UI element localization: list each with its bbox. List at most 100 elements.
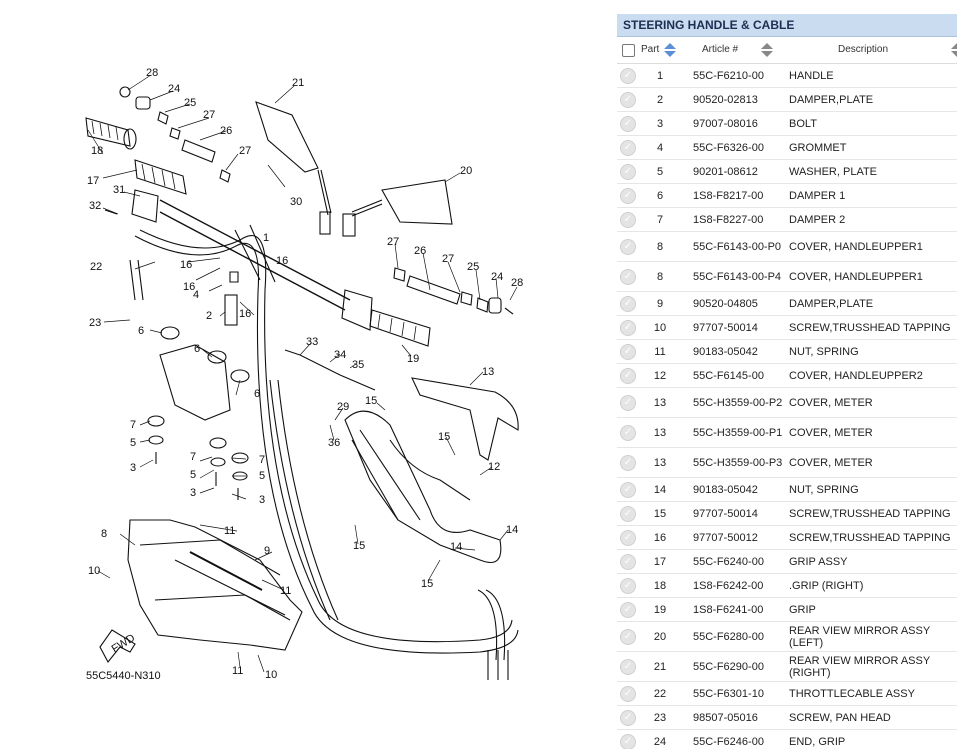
svg-text:30: 30 [290, 196, 302, 208]
svg-text:13: 13 [482, 366, 494, 378]
row-select-check-icon[interactable]: ✓ [619, 292, 637, 315]
row-select-check-icon[interactable]: ✓ [619, 652, 637, 681]
article-number: 55C-F6290-00 [693, 660, 764, 673]
row-select-check-icon[interactable]: ✓ [619, 160, 637, 183]
row-select-check-icon[interactable]: ✓ [619, 208, 637, 231]
part-number: 13 [653, 426, 667, 439]
svg-text:16: 16 [239, 308, 251, 320]
row-select-check-icon[interactable]: ✓ [619, 478, 637, 501]
row-select-check-icon[interactable]: ✓ [619, 622, 637, 651]
part-number: 4 [656, 141, 664, 154]
part-number: 22 [653, 687, 667, 700]
row-select-check-icon[interactable]: ✓ [619, 682, 637, 705]
row-select-check-icon[interactable]: ✓ [619, 574, 637, 597]
part-description: HANDLE [789, 69, 834, 82]
svg-text:24: 24 [168, 83, 180, 95]
part-number: 2 [656, 93, 664, 106]
article-number: 55C-F6280-00 [693, 630, 764, 643]
row-select-check-icon[interactable]: ✓ [619, 340, 637, 363]
column-header-article[interactable]: Article # [702, 44, 739, 55]
row-select-check-icon[interactable]: ✓ [619, 316, 637, 339]
row-select-check-icon[interactable]: ✓ [619, 262, 637, 291]
article-number: 1S8-F8217-00 [693, 189, 764, 202]
svg-text:5: 5 [259, 470, 265, 482]
select-all-checkbox[interactable] [617, 37, 637, 63]
row-select-check-icon[interactable]: ✓ [619, 64, 637, 87]
sort-icon[interactable] [760, 37, 774, 63]
svg-text:5: 5 [190, 469, 196, 481]
row-select-check-icon[interactable]: ✓ [619, 550, 637, 573]
part-description: COVER, METER [789, 426, 873, 439]
row-select-check-icon[interactable]: ✓ [619, 730, 637, 749]
row-select-check-icon[interactable]: ✓ [619, 364, 637, 387]
svg-text:21: 21 [292, 77, 304, 89]
row-select-check-icon[interactable]: ✓ [619, 418, 637, 447]
svg-text:10: 10 [88, 565, 100, 577]
diagram-caption: 55C5440-N310 [86, 670, 161, 682]
sort-icon[interactable] [950, 37, 957, 63]
row-select-check-icon[interactable]: ✓ [619, 598, 637, 621]
row-select-check-icon[interactable]: ✓ [619, 526, 637, 549]
article-number: 97707-50014 [693, 321, 758, 334]
svg-text:5: 5 [130, 437, 136, 449]
article-number: 98507-05016 [693, 711, 758, 724]
svg-text:32: 32 [89, 200, 101, 212]
sort-icon[interactable] [663, 37, 677, 63]
row-select-check-icon[interactable]: ✓ [619, 184, 637, 207]
column-header-description[interactable]: Description [838, 44, 889, 55]
part-description: COVER, HANDLEUPPER1 [789, 270, 923, 283]
row-select-check-icon[interactable]: ✓ [619, 502, 637, 525]
svg-text:36: 36 [328, 437, 340, 449]
article-number: 97007-08016 [693, 117, 758, 130]
row-select-check-icon[interactable]: ✓ [619, 232, 637, 261]
part-description: END, GRIP [789, 735, 846, 748]
column-header-part[interactable]: Part [641, 44, 660, 55]
svg-text:25: 25 [184, 97, 196, 109]
part-number: 15 [653, 507, 667, 520]
svg-text:15: 15 [438, 431, 450, 443]
row-select-check-icon[interactable]: ✓ [619, 388, 637, 417]
article-number: 1S8-F8227-00 [693, 213, 764, 226]
row-select-check-icon[interactable]: ✓ [619, 448, 637, 477]
parts-table-header: Part Article # Description [617, 37, 957, 64]
row-select-check-icon[interactable]: ✓ [619, 112, 637, 135]
part-description: DAMPER,PLATE [789, 93, 874, 106]
svg-text:12: 12 [488, 461, 500, 473]
article-number: 55C-F6143-00-P4 [693, 270, 782, 283]
svg-text:34: 34 [334, 349, 346, 361]
row-select-check-icon[interactable]: ✓ [619, 706, 637, 729]
fwd-label: FWD [110, 632, 138, 655]
svg-text:6: 6 [138, 325, 144, 337]
row-select-check-icon[interactable]: ✓ [619, 136, 637, 159]
svg-text:7: 7 [130, 419, 136, 431]
part-number: 24 [653, 735, 667, 748]
row-select-check-icon[interactable]: ✓ [619, 88, 637, 111]
